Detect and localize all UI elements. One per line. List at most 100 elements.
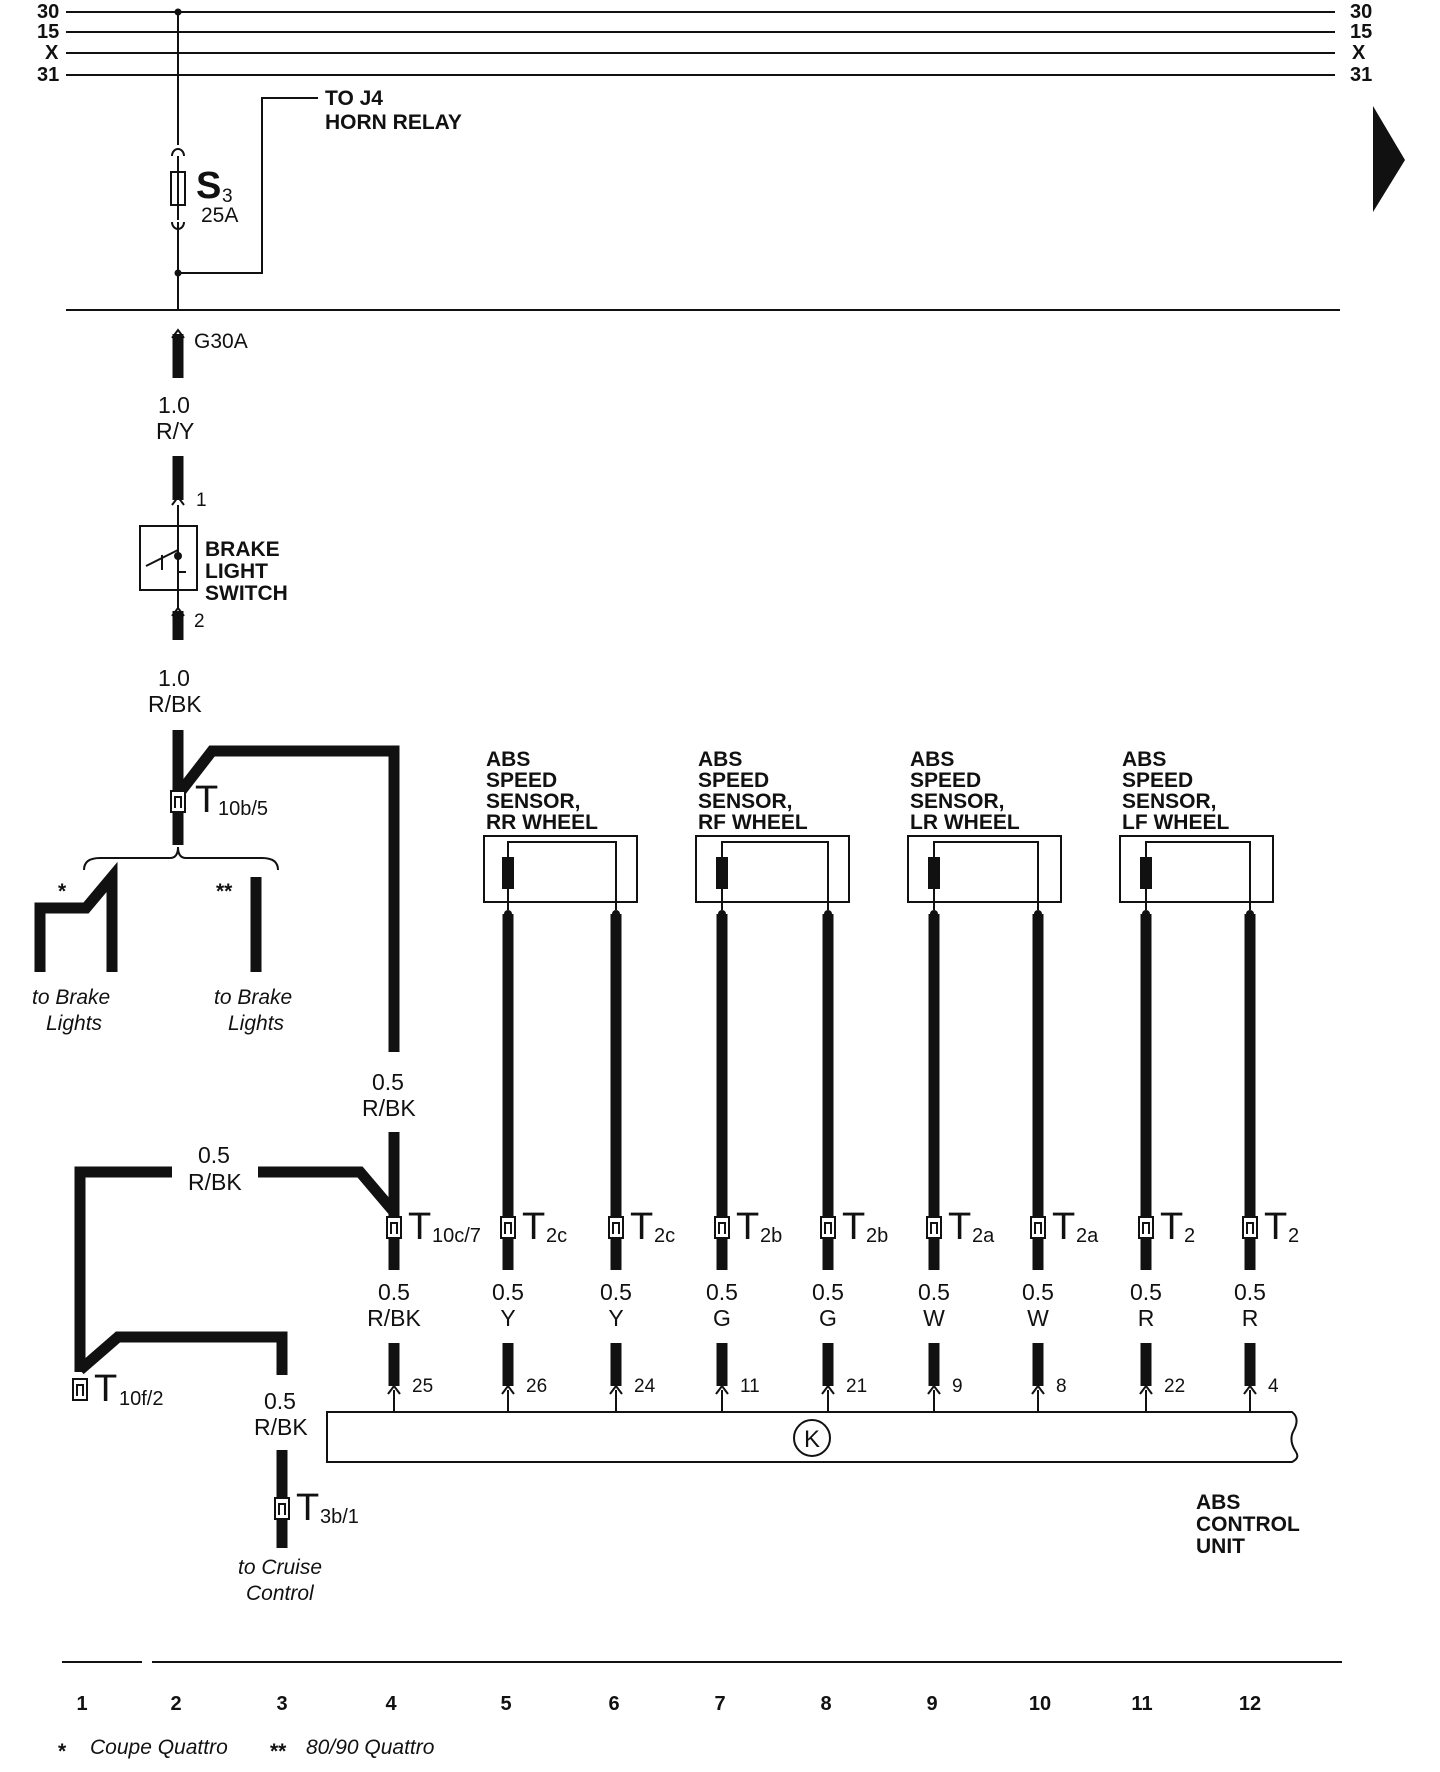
connector-sub: 2b	[866, 1225, 888, 1247]
connector-icon	[820, 1216, 836, 1239]
footnote-double: 80/90 Quattro	[306, 1736, 435, 1759]
wire-gauge: 0.5	[600, 1279, 632, 1305]
footnote-single: Coupe Quattro	[90, 1736, 228, 1759]
brake-lights-left-line1: to Brake	[32, 986, 110, 1009]
connector-sub: 2c	[654, 1225, 675, 1247]
sensor-label-line4: LF WHEEL	[1122, 811, 1229, 834]
sensor-label-line4: RR WHEEL	[486, 811, 598, 834]
column-number: 4	[385, 1693, 397, 1715]
wire-color: W	[923, 1305, 945, 1331]
switch-contact-dot	[174, 552, 182, 560]
connector-label: T	[842, 1206, 865, 1248]
brake-switch-line3: SWITCH	[205, 582, 288, 605]
connector-mark	[1034, 1222, 1042, 1234]
connector-mark	[612, 1222, 620, 1234]
wire-gauge: 0.5	[378, 1279, 410, 1305]
connector-mark	[930, 1222, 938, 1234]
column-number: 11	[1131, 1693, 1152, 1715]
wire-gauge: 0.5	[812, 1279, 844, 1305]
wire-top-gauge: 1.0	[158, 392, 190, 418]
control-unit-line1: ABS	[1196, 1491, 1240, 1514]
pin-number: 11	[740, 1376, 760, 1397]
pin-number: 21	[846, 1376, 867, 1397]
sensor-coil-icon	[1140, 857, 1152, 889]
t10f-connector-mark	[76, 1384, 84, 1396]
connector-icon	[1242, 1216, 1258, 1239]
switch-box	[139, 525, 198, 591]
wire-col3-color: R/BK	[254, 1414, 308, 1440]
fuse-top-clip	[171, 148, 185, 157]
sensor-coil-wire	[933, 841, 1039, 910]
sensor-label-line1: ABS	[1122, 748, 1166, 771]
sensor-label-line2: SPEED	[910, 769, 981, 792]
sensor-housing	[483, 835, 638, 903]
bus-label-left-30: 30	[37, 1, 59, 23]
sensor-label-line4: LR WHEEL	[910, 811, 1020, 834]
continuation-arrow-icon	[1373, 106, 1405, 212]
footnote: * Coupe Quattro ** 80/90 Quattro	[58, 1736, 435, 1763]
fuse-label: S	[196, 165, 221, 207]
t3b-sub: 3b/1	[320, 1506, 359, 1528]
connector-icon	[926, 1216, 942, 1239]
sensor-coil-wire	[507, 841, 617, 910]
sensor-housing	[907, 835, 1062, 903]
pin-number: 26	[526, 1376, 547, 1397]
horizontal-wire-right	[258, 1166, 399, 1216]
pin-number: 22	[1164, 1376, 1185, 1397]
sensor-housing	[695, 835, 850, 903]
bus-label-left-15: 15	[37, 21, 59, 43]
sensor-coil-icon	[502, 857, 514, 889]
footnote-mark-single: *	[58, 1740, 67, 1763]
connector-label: T	[630, 1206, 653, 1248]
wire-after-switch-color: R/BK	[148, 691, 202, 717]
connector-mark	[1142, 1222, 1150, 1234]
connector-icon	[500, 1216, 516, 1239]
wire-color: R/BK	[367, 1305, 421, 1331]
t10f-label: T	[94, 1368, 117, 1410]
footnote-mark-double: **	[270, 1740, 287, 1763]
wire-gauge: 0.5	[1022, 1279, 1054, 1305]
t10b-label: T	[195, 779, 218, 821]
cruise-line1: to Cruise	[238, 1556, 322, 1579]
t10f-connector-icon	[72, 1378, 88, 1401]
connector-sub: 2b	[760, 1225, 782, 1247]
t3b-label: T	[296, 1487, 319, 1529]
sensor-coil-wire	[721, 841, 829, 910]
brake-light-switch: 1 BRAKE LIGHT SWITCH 2 1.0 R/BK	[139, 456, 288, 717]
switch-pin1-arrow-icon	[171, 495, 185, 506]
pin-number: 9	[952, 1376, 963, 1397]
bus-label-right-15: 15	[1350, 21, 1372, 43]
wire-gauge: 0.5	[492, 1279, 524, 1305]
t10b-connector-icon	[170, 790, 186, 813]
bus-lines: 30 15 X 31 30 15 X 31	[37, 1, 1372, 86]
wire-col4-top-gauge: 0.5	[372, 1069, 404, 1095]
sensor-label-line1: ABS	[698, 748, 742, 771]
wire-color: R	[1138, 1305, 1155, 1331]
connector-label: T	[1160, 1206, 1183, 1248]
branch-mark-double: **	[216, 880, 233, 903]
horn-relay-line2: HORN RELAY	[325, 111, 462, 134]
t3b-connector-mark	[278, 1503, 286, 1515]
pin-number: 4	[1268, 1376, 1279, 1397]
wire-after-switch-gauge: 1.0	[158, 665, 190, 691]
sensor-label-line2: SPEED	[698, 769, 769, 792]
fuse-rating: 25A	[201, 204, 238, 227]
connector-label: T	[1052, 1206, 1075, 1248]
brake-light-wire-left	[34, 861, 118, 972]
connector-mark	[824, 1222, 832, 1234]
wire-horizontal-gauge: 0.5	[198, 1142, 230, 1168]
pin-arrow-icon	[1031, 1384, 1045, 1395]
connector-label: T	[408, 1206, 431, 1248]
wire-col3-gauge: 0.5	[264, 1388, 296, 1414]
brake-lights-right-line2: Lights	[228, 1012, 285, 1035]
connector-icon	[714, 1216, 730, 1239]
switch-pin-in: 1	[196, 490, 207, 511]
pin-arrow-icon	[1139, 1384, 1153, 1395]
